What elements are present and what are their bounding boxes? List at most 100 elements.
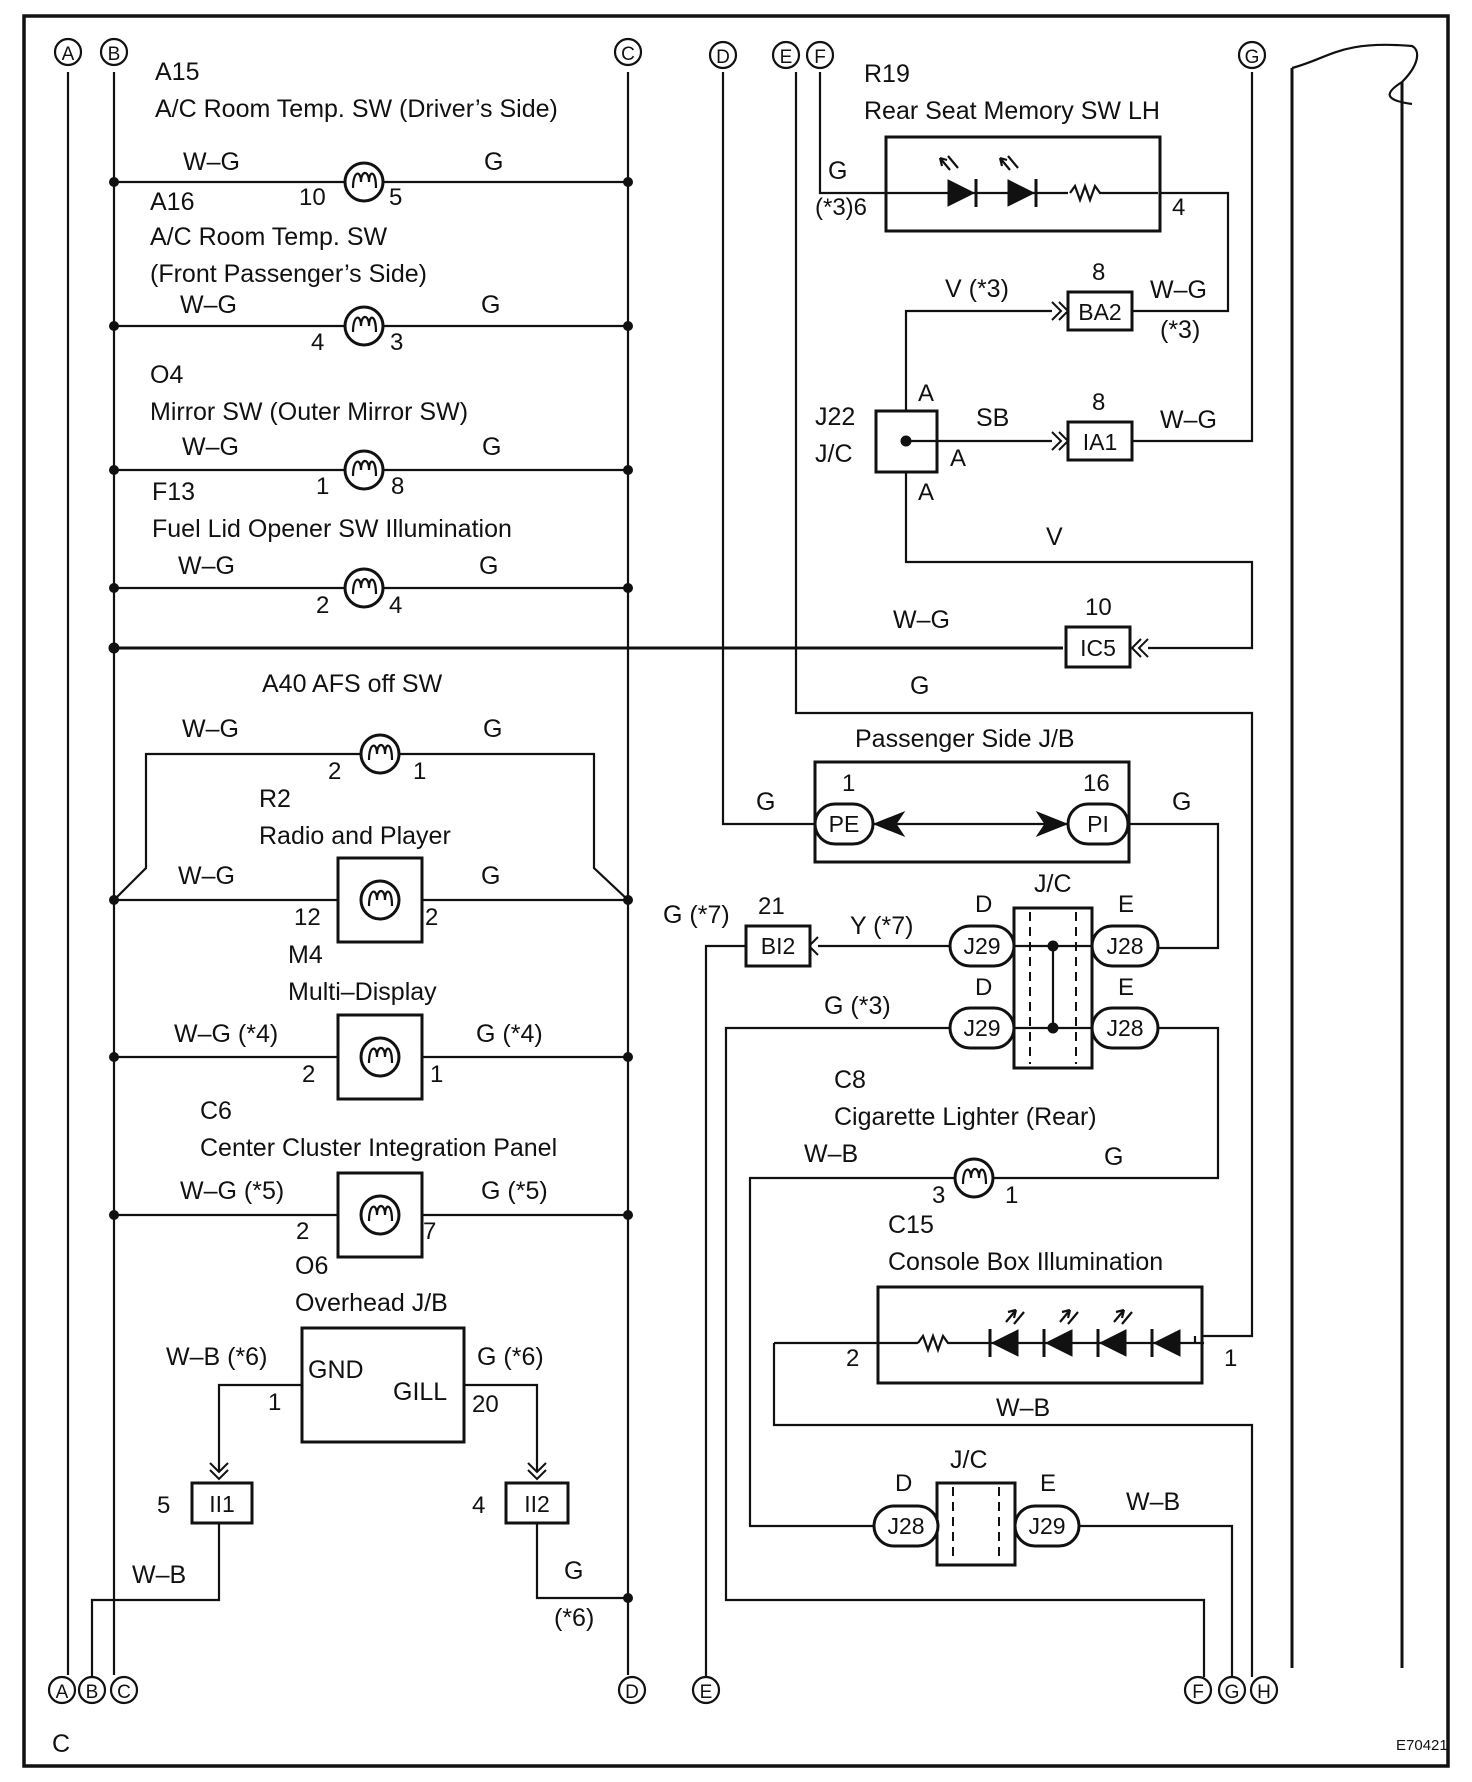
svg-text:GND: GND xyxy=(308,1356,364,1384)
svg-text:BI2: BI2 xyxy=(761,933,796,959)
right-cable xyxy=(1290,43,1419,1668)
svg-text:20: 20 xyxy=(472,1391,499,1418)
svg-text:D: D xyxy=(975,891,992,918)
svg-text:D: D xyxy=(975,974,992,1001)
connector-H-bottom: H xyxy=(1249,1675,1279,1705)
a15-code: A15 xyxy=(155,58,199,86)
a16-code: A16 xyxy=(150,188,194,216)
jc1-junction: J/C J29 J28 J29 J28 D E D E Y (*7) G (*3… xyxy=(724,870,1220,1677)
connector-E-top: E xyxy=(771,40,801,70)
svg-text:G (*4): G (*4) xyxy=(476,1020,543,1048)
svg-text:E: E xyxy=(1040,1470,1056,1497)
svg-text:G: G xyxy=(482,433,501,461)
svg-text:7: 7 xyxy=(423,1218,436,1245)
wire-e xyxy=(794,72,1254,1338)
svg-text:W–B: W–B xyxy=(804,1140,858,1168)
ii2-connector: II2 4 G (*6) xyxy=(472,1481,633,1632)
a16-name: A/C Room Temp. SW xyxy=(150,223,388,251)
svg-text:2: 2 xyxy=(425,904,438,931)
c6-code: C6 xyxy=(200,1097,232,1125)
f13-code: F13 xyxy=(152,478,195,506)
svg-text:G: G xyxy=(483,715,502,743)
svg-text:5: 5 xyxy=(389,184,402,211)
svg-text:W–G (*4): W–G (*4) xyxy=(174,1020,278,1048)
svg-text:1: 1 xyxy=(842,770,855,797)
a15-name: A/C Room Temp. SW (Driver’s Side) xyxy=(155,95,558,123)
wg-line-to-ic5 xyxy=(108,642,1063,654)
svg-text:4: 4 xyxy=(389,592,402,619)
svg-text:IC5: IC5 xyxy=(1080,635,1116,661)
bi2-connector: BI2 21 G (*7) xyxy=(663,893,812,1677)
svg-text:G: G xyxy=(1172,788,1191,816)
svg-text:Y (*7): Y (*7) xyxy=(850,912,913,940)
svg-text:2: 2 xyxy=(302,1061,315,1088)
wire-g-right xyxy=(1132,72,1254,443)
svg-text:10: 10 xyxy=(299,184,326,211)
svg-text:A: A xyxy=(918,479,934,506)
svg-text:2: 2 xyxy=(296,1218,309,1245)
svg-text:H: H xyxy=(1257,1682,1271,1703)
svg-text:IA1: IA1 xyxy=(1083,429,1118,455)
svg-text:F: F xyxy=(1192,1682,1204,1703)
a16-switch: A16 A/C Room Temp. SW (Front Passenger’s… xyxy=(109,188,633,356)
f13-name: Fuel Lid Opener SW Illumination xyxy=(152,515,512,543)
svg-text:W–G: W–G xyxy=(178,552,235,580)
svg-text:1: 1 xyxy=(413,758,426,785)
r2-name: Radio and Player xyxy=(259,822,451,850)
svg-text:G: G xyxy=(756,788,775,816)
connector-G-bottom: G xyxy=(1217,1675,1247,1705)
svg-text:W–B: W–B xyxy=(132,1561,186,1589)
svg-text:G: G xyxy=(564,1557,583,1585)
outer-frame xyxy=(22,14,1450,1768)
o6-overhead-jb: O6 Overhead J/B GND GILL W–B (*6) G (*6)… xyxy=(166,1252,547,1480)
connector-F-bottom: F xyxy=(1183,1675,1213,1705)
svg-text:W–B (*6): W–B (*6) xyxy=(166,1343,267,1371)
ic5-connector: IC5 10 W–G xyxy=(893,594,1149,669)
svg-text:J28: J28 xyxy=(1106,933,1143,959)
svg-text:G: G xyxy=(1245,47,1260,68)
svg-text:W–G: W–G xyxy=(1150,276,1207,304)
svg-text:W–G: W–G xyxy=(178,862,235,890)
svg-text:1: 1 xyxy=(1005,1182,1018,1209)
svg-text:B: B xyxy=(108,44,121,65)
m4-multi-display: M4 Multi–Display W–G (*4) G (*4) 2 1 xyxy=(109,941,633,1101)
connector-D-bottom: D xyxy=(617,1675,647,1705)
svg-text:D: D xyxy=(716,47,730,68)
c8-name: Cigarette Lighter (Rear) xyxy=(834,1103,1097,1131)
v-wire-label: V xyxy=(1046,523,1063,551)
jc2-title: J/C xyxy=(950,1446,988,1474)
svg-text:W–G: W–G xyxy=(182,433,239,461)
svg-text:E: E xyxy=(1118,891,1134,918)
svg-text:G: G xyxy=(484,148,503,176)
svg-text:3: 3 xyxy=(932,1182,945,1209)
o6-code: O6 xyxy=(295,1252,328,1280)
svg-text:21: 21 xyxy=(758,893,785,920)
c8-code: C8 xyxy=(834,1066,866,1094)
svg-text:E: E xyxy=(1118,974,1134,1001)
svg-text:G: G xyxy=(481,291,500,319)
svg-text:W–G: W–G xyxy=(893,606,950,634)
connector-A-bottom: A xyxy=(47,1675,77,1705)
svg-text:4: 4 xyxy=(311,329,324,356)
svg-text:W–B: W–B xyxy=(1126,1488,1180,1516)
figure-id: E70421 xyxy=(1396,1737,1448,1754)
svg-text:G: G xyxy=(1104,1143,1123,1171)
svg-text:(*3)6: (*3)6 xyxy=(815,194,867,221)
corner-label: C xyxy=(52,1730,70,1758)
svg-text:1: 1 xyxy=(430,1061,443,1088)
r2-code: R2 xyxy=(259,785,291,813)
svg-text:G (*3): G (*3) xyxy=(824,992,891,1020)
svg-text:GILL: GILL xyxy=(393,1378,447,1406)
svg-text:SB: SB xyxy=(976,404,1009,432)
wire-d xyxy=(721,72,815,826)
r19-memory-switch: R19 Rear Seat Memory SW LH G (*3)6 4 xyxy=(815,60,1185,233)
svg-text:4: 4 xyxy=(1172,194,1185,221)
svg-text:1: 1 xyxy=(316,473,329,500)
j22-code: J22 xyxy=(815,403,855,431)
svg-text:8: 8 xyxy=(1092,389,1105,416)
svg-text:16: 16 xyxy=(1083,770,1110,797)
svg-text:W–G: W–G xyxy=(183,148,240,176)
svg-text:1: 1 xyxy=(268,1389,281,1416)
svg-text:8: 8 xyxy=(391,473,404,500)
c15-code: C15 xyxy=(888,1211,934,1239)
